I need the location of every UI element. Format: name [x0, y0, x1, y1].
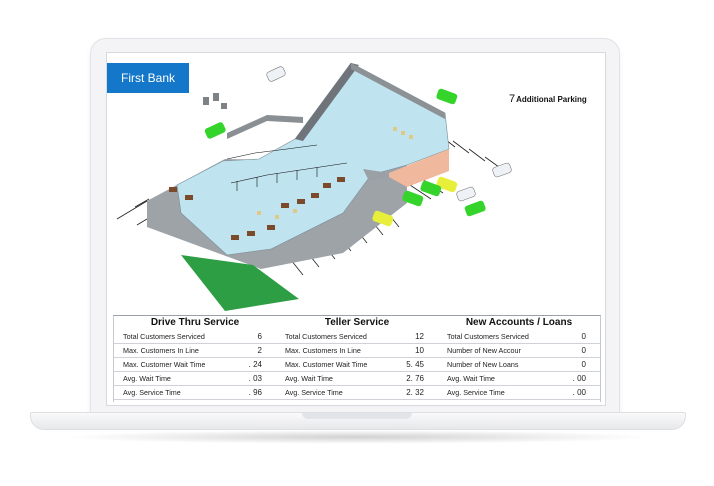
stat-label: Number of New Accour	[447, 346, 521, 355]
stat-row: Avg. Wait Time . 03	[114, 372, 276, 386]
stat-label: Avg. Service Time	[123, 388, 181, 397]
stat-value: . 96	[248, 388, 262, 397]
stat-row: Max. Customer Wait Time 5. 45	[276, 358, 438, 372]
stat-value: 6	[257, 332, 262, 341]
stat-value: 0	[581, 346, 586, 355]
office-desks	[169, 177, 345, 240]
stat-value: 2. 32	[406, 388, 424, 397]
bank-simulation-view[interactable]	[107, 53, 605, 315]
waiting-chairs	[257, 127, 413, 219]
app-title-badge: First Bank	[107, 63, 189, 93]
teller-panel: Teller Service Total Customers Serviced 1…	[276, 316, 438, 400]
stat-label: Avg. Service Time	[447, 388, 505, 397]
side-wall	[389, 149, 449, 187]
panel-title: New Accounts / Loans	[465, 317, 573, 328]
stat-label: Max. Customer Wait Time	[123, 360, 206, 369]
stat-label: Avg. Wait Time	[447, 374, 495, 383]
stat-value: . 00	[572, 374, 586, 383]
back-wall-right	[351, 63, 445, 119]
drive-thru-panel: Drive Thru Service Total Customers Servi…	[114, 316, 276, 400]
app-screen: First Bank 7Additional Parking Drive Thr…	[106, 52, 606, 406]
stat-label: Avg. Wait Time	[285, 374, 333, 383]
stat-value: 10	[415, 346, 424, 355]
stat-label: Avg. Service Time	[285, 388, 343, 397]
stat-row: Avg. Service Time . 96	[114, 386, 276, 400]
stat-label: Avg. Wait Time	[123, 374, 171, 383]
stat-label: Number of New Loans	[447, 360, 519, 369]
stat-label: Total Customers Serviced	[123, 332, 205, 341]
stat-label: Max. Customers In Line	[123, 346, 199, 355]
stat-label: Total Customers Serviced	[285, 332, 367, 341]
stat-row: Total Customers Serviced 0	[438, 330, 600, 344]
stat-row: Max. Customers In Line 2	[114, 344, 276, 358]
entrance-wall	[227, 115, 303, 139]
stat-row: Avg. Service Time . 00	[438, 386, 600, 400]
side-wall-edge	[363, 169, 389, 181]
teller-counter	[226, 144, 348, 191]
stat-row: Avg. Wait Time . 00	[438, 372, 600, 386]
new-accounts-panel: New Accounts / Loans Total Customers Ser…	[438, 316, 600, 400]
stat-value: . 24	[248, 360, 262, 369]
stat-row: Max. Customer Wait Time . 24	[114, 358, 276, 372]
grass-area	[181, 255, 299, 311]
stat-row: Total Customers Serviced 12	[276, 330, 438, 344]
laptop-notch	[302, 413, 412, 419]
stat-row: Number of New Accour 0	[438, 344, 600, 358]
back-wall-left	[295, 63, 359, 141]
stat-value: . 00	[572, 388, 586, 397]
stat-value: 0	[581, 360, 586, 369]
stat-row: Avg. Service Time 2. 32	[276, 386, 438, 400]
stat-row: Avg. Wait Time 2. 76	[276, 372, 438, 386]
stat-row: Number of New Loans 0	[438, 358, 600, 372]
panel-title: Drive Thru Service	[150, 317, 240, 328]
stat-row: Total Customers Serviced 6	[114, 330, 276, 344]
panel-title: Teller Service	[324, 317, 390, 328]
stat-value: 12	[415, 332, 424, 341]
stat-value: 2. 76	[406, 374, 424, 383]
stat-label: Max. Customers In Line	[285, 346, 361, 355]
stat-value: 0	[581, 332, 586, 341]
stat-row: Max. Customers In Line 10	[276, 344, 438, 358]
additional-parking-label: 7Additional Parking	[509, 93, 587, 105]
laptop-shadow	[60, 430, 654, 444]
drive-thru-kiosks	[203, 93, 227, 109]
stat-value: . 03	[248, 374, 262, 383]
stat-label: Max. Customer Wait Time	[285, 360, 368, 369]
stat-value: 2	[257, 346, 262, 355]
parking-count: 7	[509, 93, 516, 105]
bank-floor	[176, 62, 450, 256]
stat-label: Total Customers Serviced	[447, 332, 529, 341]
parking-label-text: Additional Parking	[516, 95, 587, 104]
stat-value: 5. 45	[406, 360, 424, 369]
statistics-table: Drive Thru Service Total Customers Servi…	[113, 315, 601, 402]
